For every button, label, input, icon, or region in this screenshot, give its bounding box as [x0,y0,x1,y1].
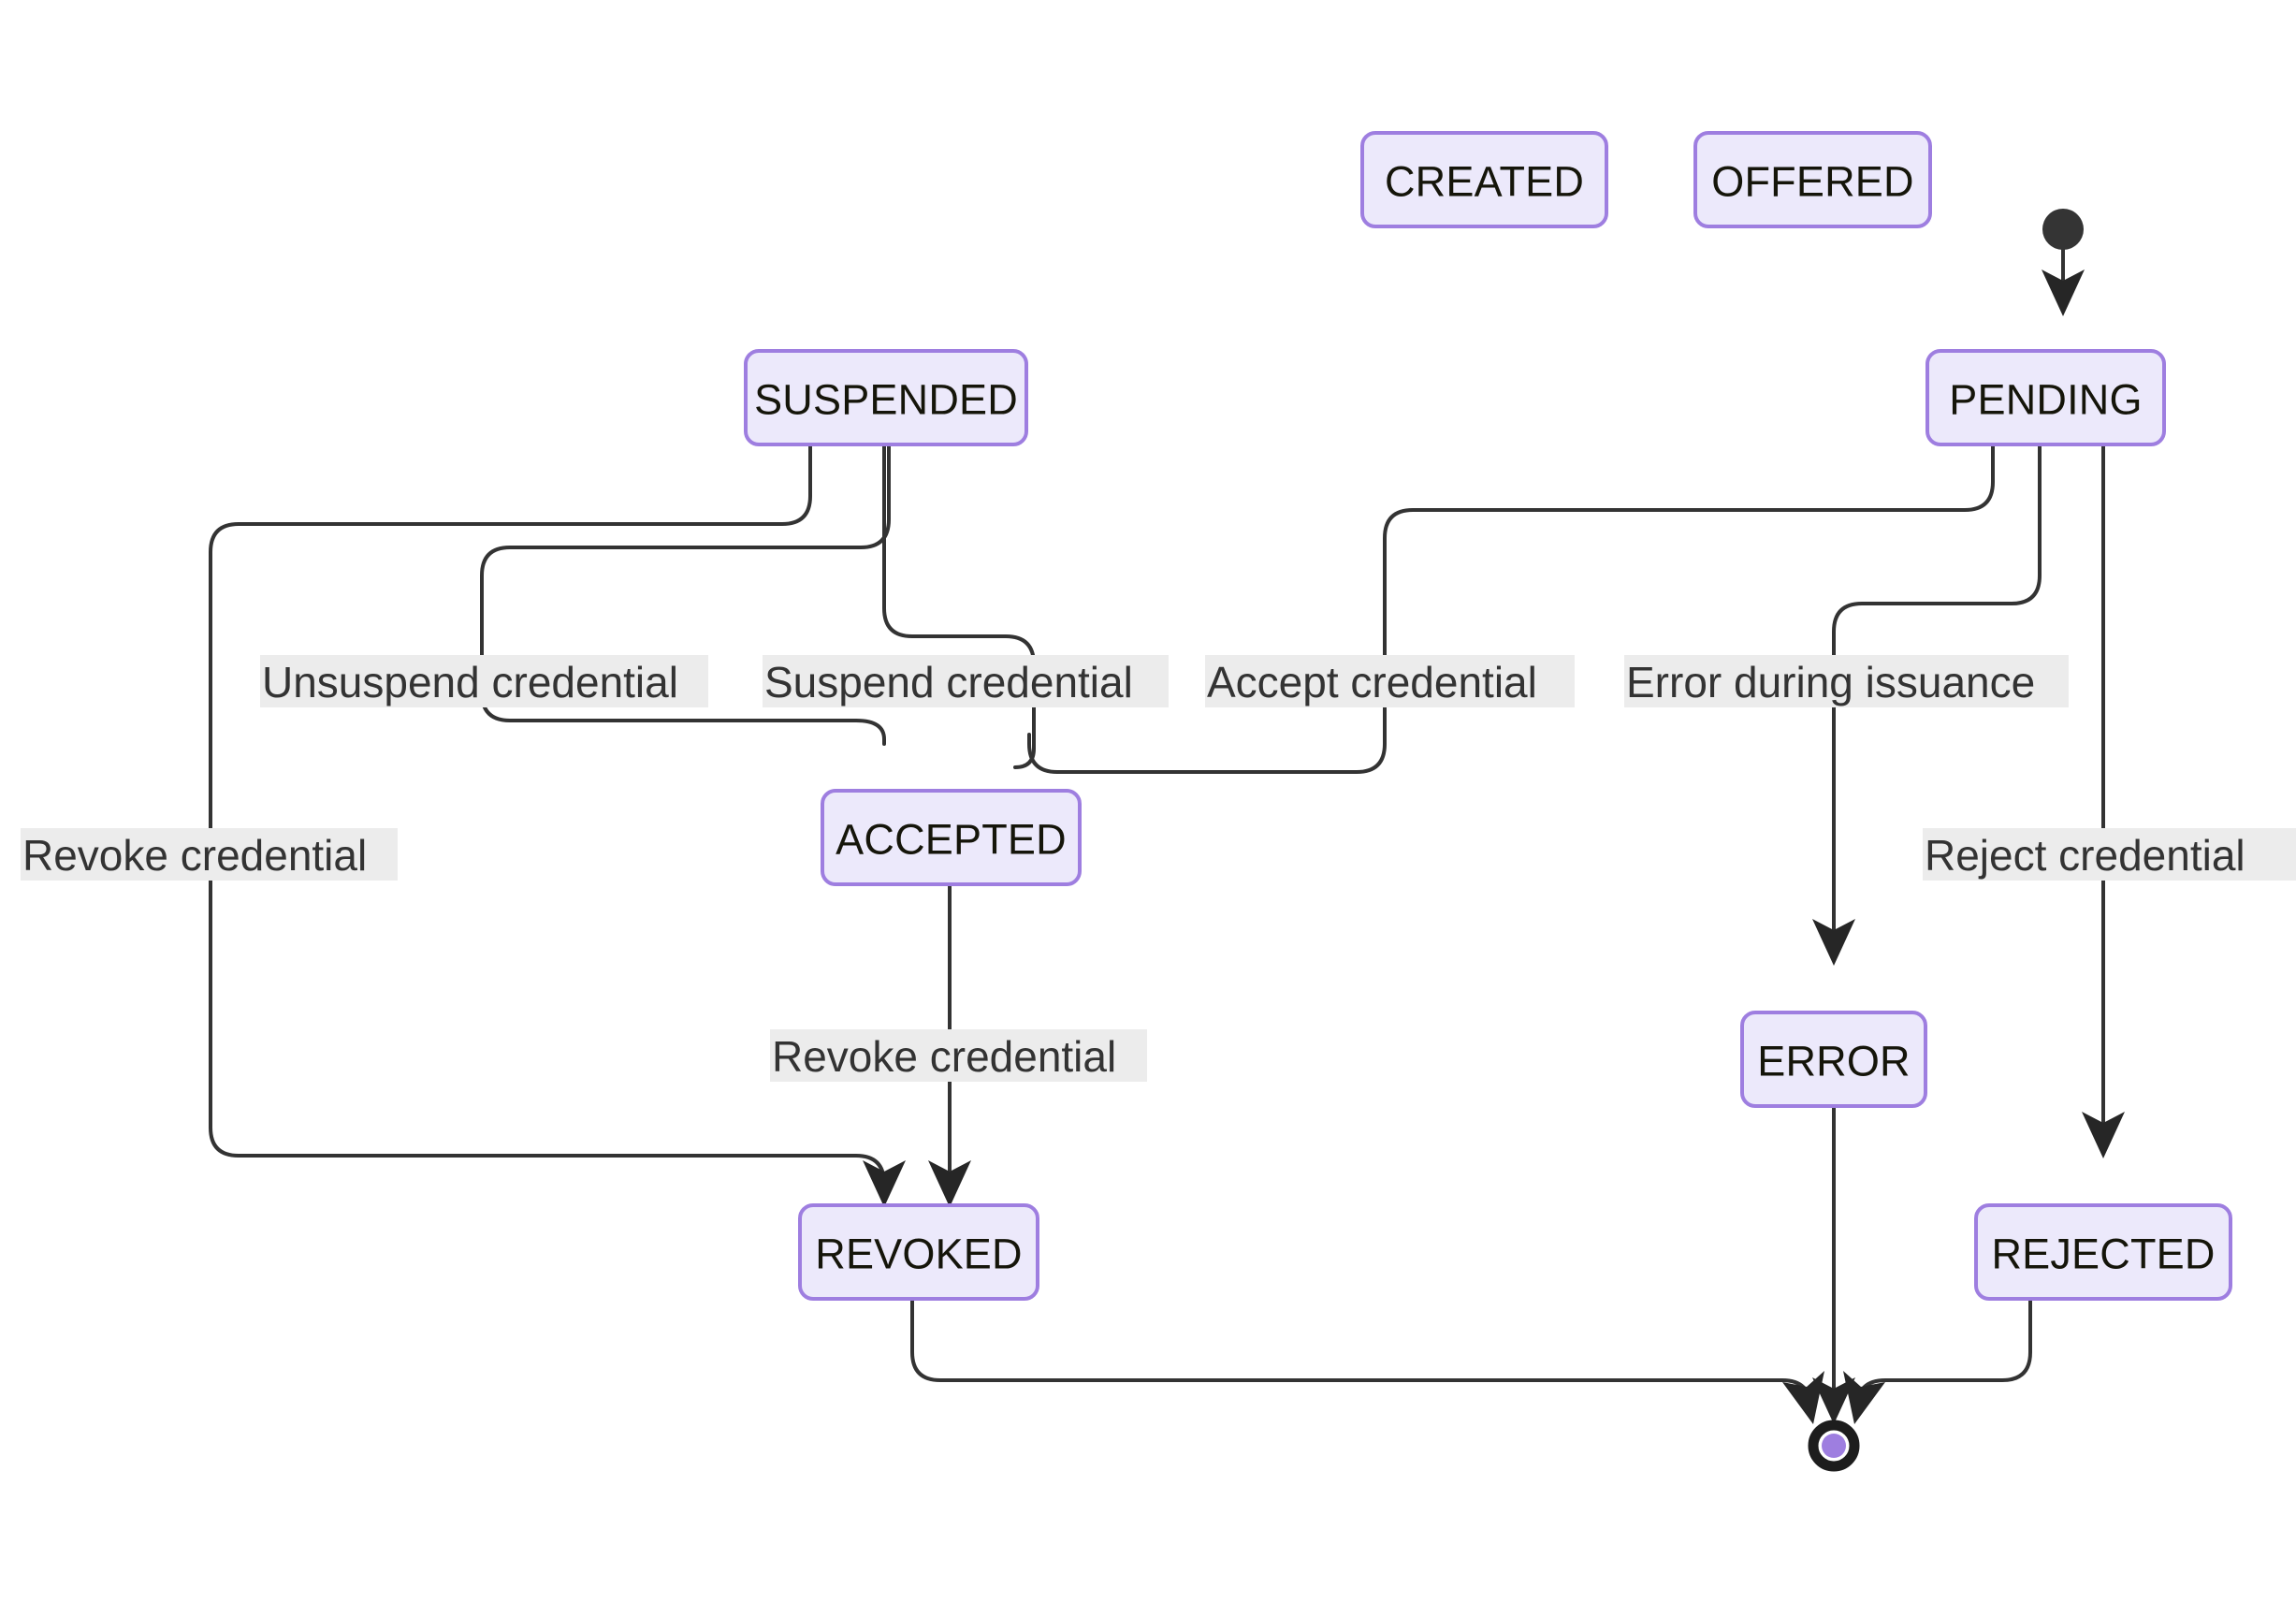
edge-label-text: Revoke credential [22,831,367,880]
state-node-offered[interactable]: OFFERED [1693,131,1932,228]
state-node-label: REJECTED [1991,1231,2215,1278]
edge-label-revoke-credential-accepted: Revoke credential [770,1029,1147,1082]
state-node-rect[interactable] [1974,1203,2232,1301]
state-node-label: ERROR [1757,1038,1911,1085]
state-node-label: SUSPENDED [754,376,1018,424]
edge-label-text: Revoke credential [772,1032,1116,1081]
edge-label-error-during-issuance: Error during issuance [1624,655,2069,707]
state-node-rect[interactable] [1740,1011,1927,1108]
edge-start-to-pending [2042,248,2085,316]
edge-pending-to-error [1812,396,2042,966]
edge-label-text: Suspend credential [764,658,1133,706]
edge-label-unsuspend-credential: Unsuspend credential [260,655,708,707]
state-node-rect[interactable] [1693,131,1932,228]
state-node-label: OFFERED [1711,158,1913,206]
state-node-suspended[interactable]: SUSPENDED [744,349,1028,446]
edge-suspended-to-revoked [209,396,906,1207]
state-node-rect[interactable] [1925,349,2166,446]
edges-layer [209,248,2125,1424]
edge-label-text: Unsuspend credential [262,658,678,706]
state-node-rect[interactable] [821,789,1082,886]
state-node-rect[interactable] [798,1203,1039,1301]
state-node-label: ACCEPTED [836,816,1067,864]
edge-error-to-end [1812,1057,1855,1424]
edge-labels-layer: Unsuspend credential Suspend credential … [21,655,2296,1082]
state-node-label: REVOKED [815,1231,1022,1278]
state-node-accepted[interactable]: ACCEPTED [821,789,1082,886]
edge-label-text: Reject credential [1925,831,2245,880]
end-state-node [1808,1420,1860,1472]
edge-pending-to-rejected [2082,396,2125,1158]
edge-accepted-to-revoked [928,836,971,1207]
edge-label-suspend-credential: Suspend credential [763,655,1169,707]
edge-label-accept-credential: Accept credential [1205,655,1575,707]
state-node-pending[interactable]: PENDING [1925,349,2166,446]
state-node-error[interactable]: ERROR [1740,1011,1927,1108]
start-state-node [2042,209,2084,250]
edge-rejected-to-end [1843,1250,2032,1424]
state-node-created[interactable]: CREATED [1360,131,1608,228]
state-node-rect[interactable] [1360,131,1608,228]
edge-label-revoke-credential-suspended: Revoke credential [21,828,398,881]
edge-pending-to-accepted [1027,396,1995,774]
edge-label-text: Accept credential [1207,658,1537,706]
edge-suspended-to-accepted [882,396,1036,769]
edge-label-reject-credential: Reject credential [1923,828,2296,881]
edge-label-text: Error during issuance [1626,658,2035,706]
edge-revoked-to-end [910,1250,1824,1424]
state-node-revoked[interactable]: REVOKED [798,1203,1039,1301]
state-node-rejected[interactable]: REJECTED [1974,1203,2232,1301]
state-node-label: CREATED [1385,158,1584,206]
state-node-rect[interactable] [744,349,1028,446]
state-node-label: PENDING [1949,376,2142,424]
